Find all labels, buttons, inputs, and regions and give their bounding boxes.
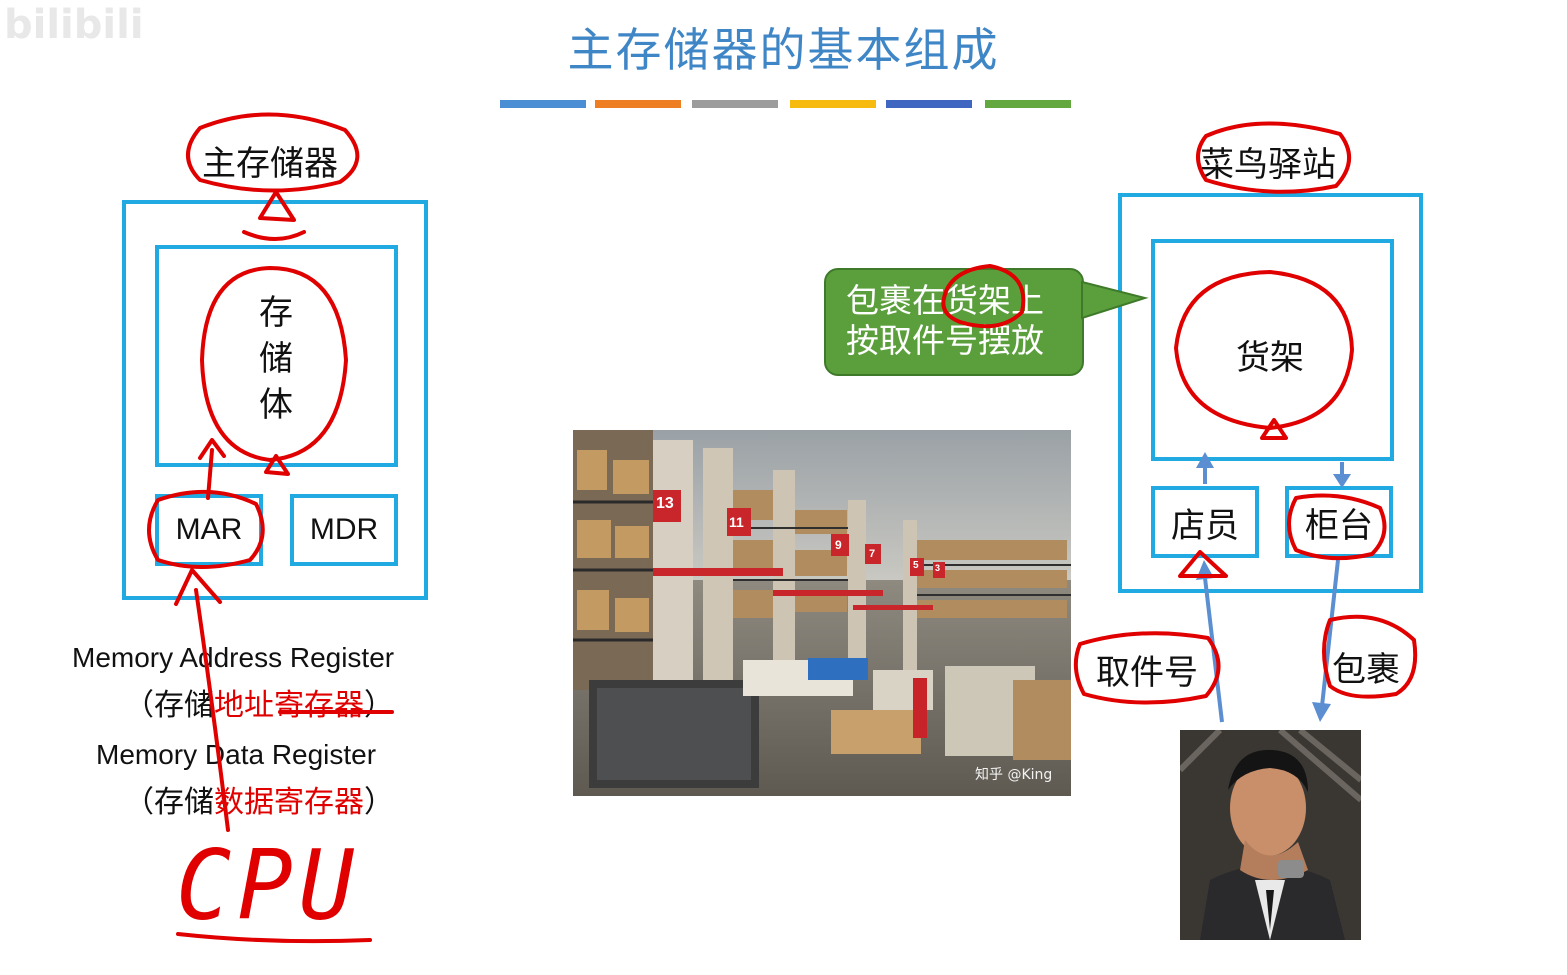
shelf-number-9: 9: [835, 538, 842, 552]
shelf-number-3: 3: [935, 563, 941, 573]
parcel-label: 包裹: [1332, 650, 1400, 690]
mdr-register: MDR: [290, 494, 398, 566]
shelf-number-11: 11: [729, 514, 744, 530]
mar-chinese-name: （存储地址寄存器）: [124, 688, 394, 723]
main-memory-label: 主存储器: [202, 144, 338, 184]
callout-text: 包裹在货架上 按取件号摆放: [846, 281, 1044, 360]
shelf-number-13: 13: [656, 495, 674, 512]
shelf-box: [1151, 239, 1394, 461]
mar-full-name: Memory Address Register: [72, 642, 395, 673]
counter-label: 柜台: [1305, 505, 1373, 546]
warehouse-photo: 13 11 9 7 5 3 知乎 @King: [573, 430, 1071, 796]
customer-illustration: [1180, 730, 1361, 940]
pickup-code-label: 取件号: [1096, 653, 1198, 693]
clerk-label: 店员: [1171, 505, 1239, 546]
storage-body-label: 存储体: [259, 293, 293, 425]
mar-label: MAR: [175, 513, 243, 546]
page-title: 主存储器的基本组成: [567, 23, 1000, 77]
cpu-handwritten: CPU: [176, 829, 361, 942]
shelf-number-7: 7: [869, 548, 876, 560]
shelf-label: 货架: [1236, 338, 1304, 378]
mdr-full-name: Memory Data Register: [96, 739, 377, 770]
mdr-label: MDR: [309, 513, 379, 546]
counter-box: 柜台: [1285, 486, 1393, 558]
mdr-chinese-name: （存储数据寄存器）: [124, 785, 394, 820]
courier-station-label: 菜鸟驿站: [1200, 145, 1336, 185]
clerk-box: 店员: [1151, 486, 1259, 558]
photo-watermark: 知乎 @King: [975, 767, 1053, 783]
warehouse-illustration: [573, 430, 1071, 796]
mar-register: MAR: [155, 494, 263, 566]
bilibili-watermark: bilibili: [4, 2, 144, 48]
customer-photo: [1180, 730, 1361, 940]
shelf-number-5: 5: [913, 560, 919, 571]
courier-station-box: [1118, 193, 1423, 593]
